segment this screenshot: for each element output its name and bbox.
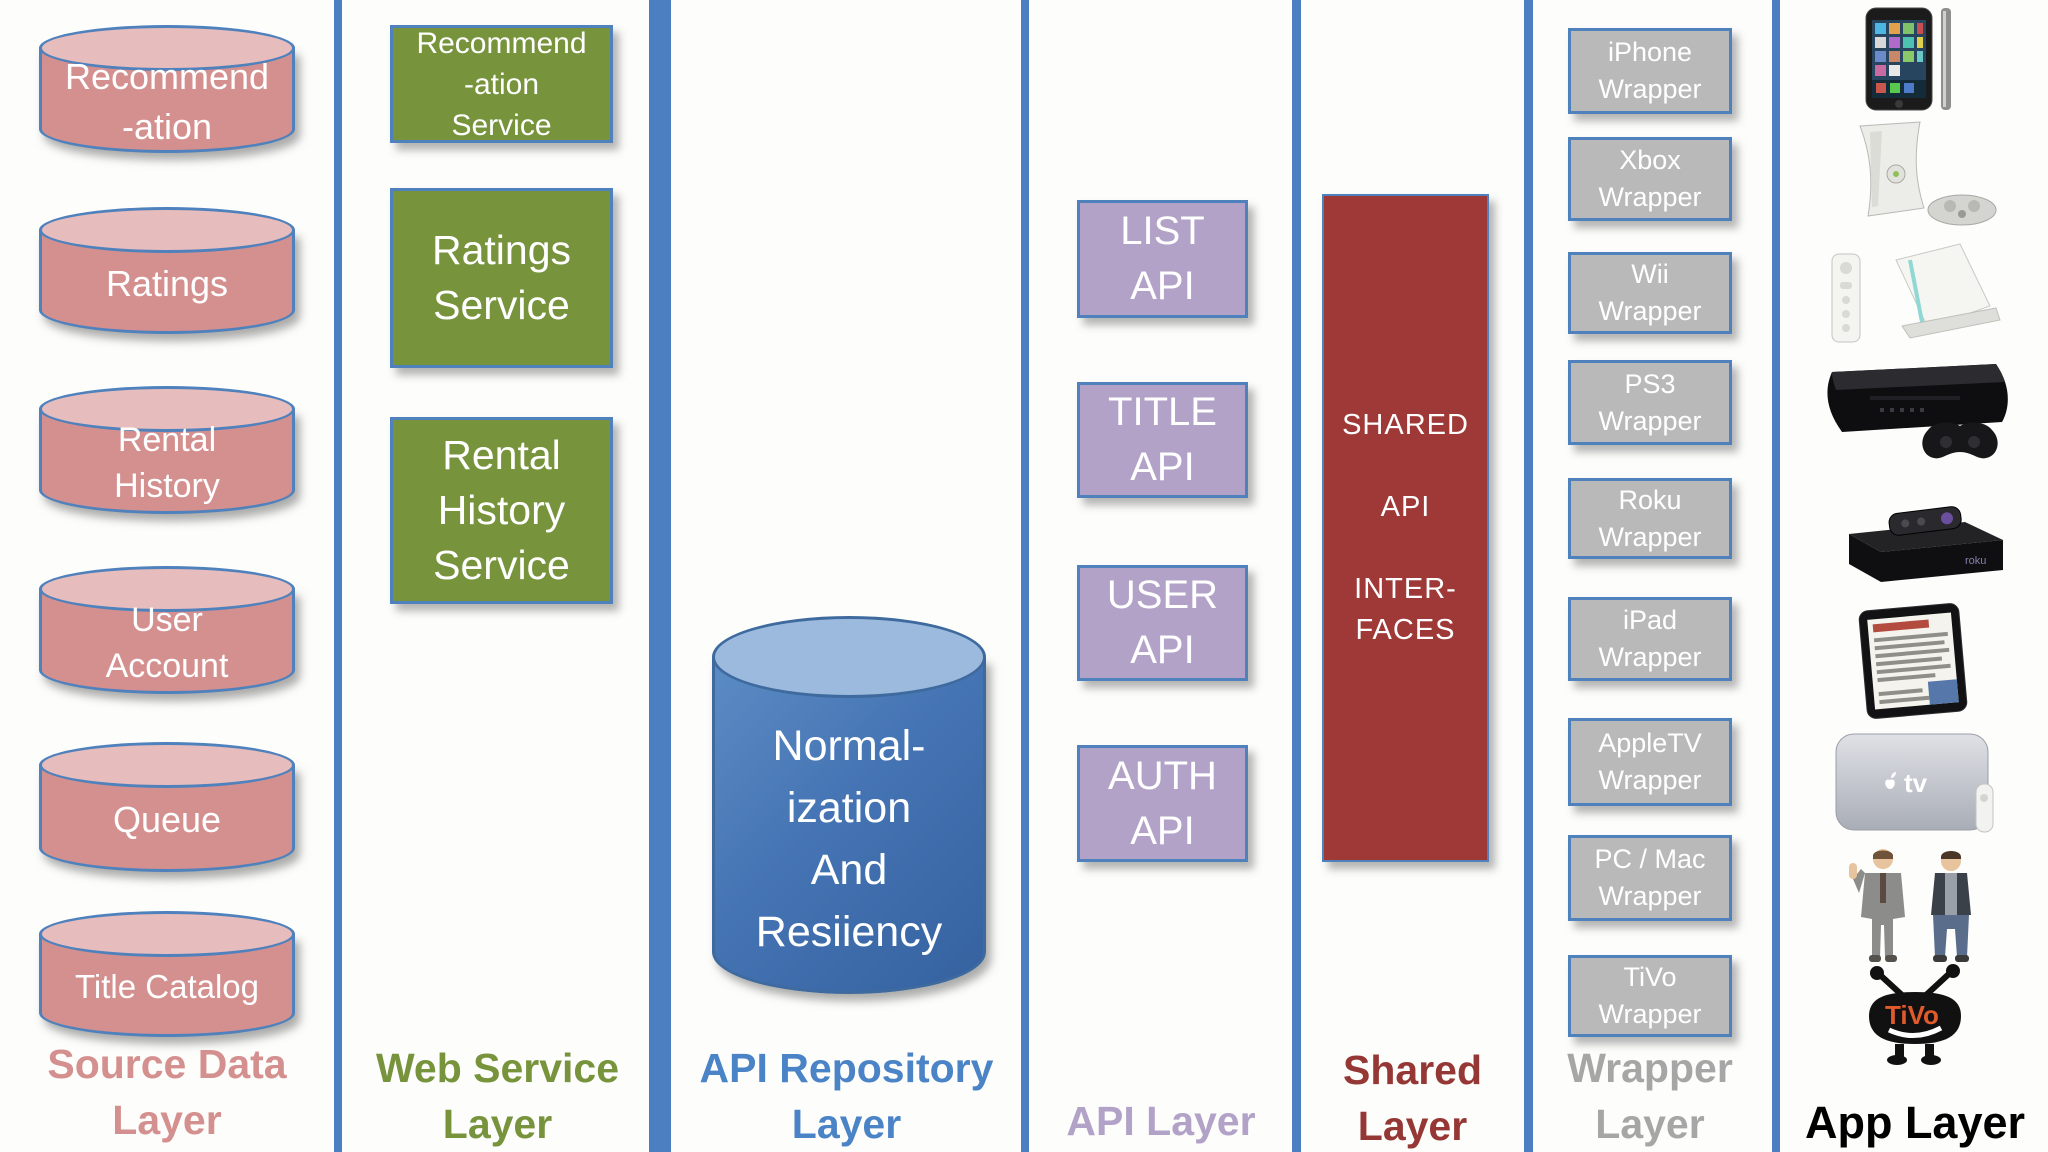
apple-tv-logo-text: tv: [1904, 768, 1928, 798]
cylinder-label: Title Catalog: [74, 968, 260, 1005]
xbox-360-photo: [1822, 118, 2012, 228]
wrapper-box-xbox: Xbox Wrapper: [1568, 137, 1732, 221]
ps3-photo: [1810, 358, 2020, 468]
column-divider: [1524, 0, 1533, 1152]
source-cylinder-user-account: User Account: [39, 566, 295, 694]
repo-cylinder-normalization: Normal- ization And Resiiency: [712, 616, 986, 994]
layer-label-shared: Shared Layer: [1343, 1047, 1482, 1149]
wrapper-box-appletv: AppleTV Wrapper: [1568, 718, 1732, 806]
wrapper-box-roku: Roku Wrapper: [1568, 478, 1732, 559]
cylinder-body: [39, 409, 295, 514]
column-divider-thick: [649, 0, 671, 1152]
web-service-box-ratings: Ratings Service: [390, 188, 613, 368]
api-box-user: USER API: [1077, 565, 1248, 681]
cylinder-top: [39, 25, 295, 71]
roku-photo: roku: [1815, 490, 2015, 590]
layer-label-api: API Layer: [1066, 1098, 1256, 1144]
source-cylinder-recommendation: Recommend -ation: [39, 25, 295, 153]
tivo-logo-text: TiVo: [1885, 1000, 1939, 1030]
cylinder-top: [39, 742, 295, 788]
ipad-photo: [1838, 603, 1988, 719]
column-divider: [1772, 0, 1780, 1152]
layer-label-api-repository: API Repository Layer: [699, 1045, 994, 1147]
cylinder-label: Queue: [112, 799, 222, 840]
column-divider: [1292, 0, 1301, 1152]
cylinder-label: Normal- ization And Resiiency: [755, 722, 943, 956]
tivo-logo-photo: TiVo: [1845, 964, 1985, 1070]
wrapper-box-iphone: iPhone Wrapper: [1568, 28, 1732, 114]
shared-api-interfaces-box: SHARED API INTER- FACES: [1322, 194, 1489, 862]
cylinder-label: Rental History: [114, 421, 220, 505]
wrapper-box-wii: Wii Wrapper: [1568, 252, 1732, 334]
cylinder-top: [39, 566, 295, 612]
source-cylinder-ratings: Ratings: [39, 207, 295, 334]
wii-photo: [1818, 238, 2008, 348]
cylinder-label: User Account: [105, 601, 229, 685]
layer-label-source-data: Source Data Layer: [47, 1041, 287, 1143]
api-box-list: LIST API: [1077, 200, 1248, 318]
cylinder-top: [39, 207, 295, 253]
pc-mac-guys-photo: [1835, 845, 1995, 967]
wrapper-box-pc-mac: PC / Mac Wrapper: [1568, 835, 1732, 921]
column-divider: [334, 0, 342, 1152]
cylinder-body: [712, 657, 986, 994]
column-divider: [1021, 0, 1029, 1152]
cylinder-label: Recommend -ation: [64, 56, 270, 147]
wrapper-box-tivo: TiVo Wrapper: [1568, 955, 1732, 1037]
source-cylinder-rental-history: Rental History: [39, 386, 295, 514]
roku-logo-text: roku: [1965, 555, 1986, 567]
iphone-photo: [1838, 6, 1988, 112]
cylinder-top: [712, 616, 986, 698]
layer-label-app: App Layer: [1804, 1097, 2026, 1148]
source-cylinder-queue: Queue: [39, 742, 295, 872]
api-box-title: TITLE API: [1077, 382, 1248, 498]
api-box-auth: AUTH API: [1077, 745, 1248, 862]
layer-label-wrapper: Wrapper Layer: [1567, 1045, 1733, 1147]
cylinder-top: [39, 386, 295, 432]
source-cylinder-title-catalog: Title Catalog: [39, 911, 295, 1037]
layer-label-web-service: Web Service Layer: [375, 1045, 620, 1147]
cylinder-top: [39, 911, 295, 957]
wrapper-box-ipad: iPad Wrapper: [1568, 597, 1732, 681]
apple-tv-photo: tv: [1828, 728, 2008, 836]
wrapper-box-ps3: PS3 Wrapper: [1568, 360, 1732, 445]
cylinder-label: Ratings: [105, 262, 229, 304]
web-service-box-rental-history: Rental History Service: [390, 417, 613, 604]
web-service-box-recommendation: Recommend -ation Service: [390, 25, 613, 143]
